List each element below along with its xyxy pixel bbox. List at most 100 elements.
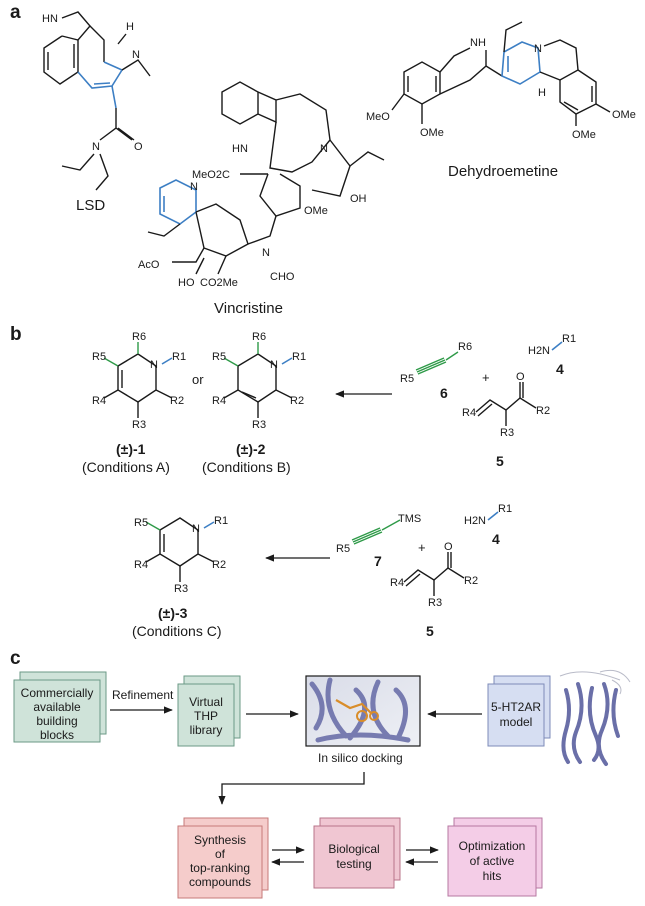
vl-line-1: Virtual xyxy=(189,695,223,709)
dhe-atom-nh: NH xyxy=(470,37,486,49)
enone5a-r4: R4 xyxy=(462,407,476,419)
bb-line-3: building xyxy=(36,714,77,728)
vinc-atom-n2: N xyxy=(190,181,198,193)
enone5b-o: O xyxy=(444,541,453,553)
amine-4b: H2N R1 4 xyxy=(464,503,512,547)
syn-line-4: compounds xyxy=(189,875,251,889)
thp3-r2: R2 xyxy=(212,559,226,571)
receptor-illustration xyxy=(559,669,631,766)
bb-line-1: Commercially xyxy=(21,686,94,700)
syn-line-1: Synthesis xyxy=(194,833,246,847)
thp1-r1: R1 xyxy=(172,351,186,363)
compound-2: (±)-2 xyxy=(236,441,266,457)
syn-line-3: top-ranking xyxy=(190,861,250,875)
thp1-r3: R3 xyxy=(132,419,146,431)
num-6: 6 xyxy=(440,385,448,401)
vinc-atom-aco: AcO xyxy=(138,259,160,271)
thp3-r4: R4 xyxy=(134,559,148,571)
lsd-atom-hn: HN xyxy=(42,13,58,25)
virtual-library-box: Virtual THP library xyxy=(177,675,241,747)
lsd-atom-n2: N xyxy=(92,141,100,153)
amine4a-r1: R1 xyxy=(562,333,576,345)
receptor-model-box: 5-HT2AR model xyxy=(487,675,551,747)
amine4b-h2n: H2N xyxy=(464,515,486,527)
docking-label: In silico docking xyxy=(318,751,403,765)
panel-label-b: b xyxy=(10,324,22,345)
label-dehydroemetine: Dehydroemetine xyxy=(448,163,558,180)
thp3-r5: R5 xyxy=(134,517,148,529)
dehydroemetine-structure: NH MeO OMe N H OMe OMe Dehydroemetine xyxy=(366,21,636,180)
vl-line-3: library xyxy=(190,723,223,737)
vinc-atom-ome: OMe xyxy=(304,205,328,217)
thp2-r4: R4 xyxy=(212,395,226,407)
thp3-r1: R1 xyxy=(214,515,228,527)
receptor-line-2: model xyxy=(500,715,533,729)
thp2-r6: R6 xyxy=(252,331,266,343)
vinc-atom-n: N xyxy=(320,143,328,155)
enone-5b: O R4 R2 R3 5 xyxy=(390,541,478,639)
thp1-r6: R6 xyxy=(132,331,146,343)
num-4b: 4 xyxy=(492,531,500,547)
lsd-structure: HN N H O N LSD xyxy=(42,11,151,214)
thp2-r5: R5 xyxy=(212,351,226,363)
bio-line-1: Biological xyxy=(328,842,379,856)
enone5b-r3: R3 xyxy=(428,597,442,609)
synthesis-box: Synthesis of top-ranking compounds xyxy=(177,817,269,899)
label-lsd: LSD xyxy=(76,197,105,214)
alkyne6-r5: R5 xyxy=(400,373,414,385)
refinement-label: Refinement xyxy=(112,688,174,702)
lsd-atom-o: O xyxy=(134,141,143,153)
opt-line-1: Optimization xyxy=(459,839,526,853)
optimization-box: Optimization of active hits xyxy=(447,817,543,897)
num-7: 7 xyxy=(374,553,382,569)
amine4a-h2n: H2N xyxy=(528,345,550,357)
plus-1: + xyxy=(482,370,490,385)
amine4b-r1: R1 xyxy=(498,503,512,515)
dhe-atom-ome-3: OMe xyxy=(572,129,596,141)
thp2-r2: R2 xyxy=(290,395,304,407)
compound-3: (±)-3 xyxy=(158,605,188,621)
bb-line-4: blocks xyxy=(40,728,74,742)
opt-line-3: hits xyxy=(483,869,502,883)
num-5b: 5 xyxy=(426,623,434,639)
lsd-atom-n: N xyxy=(132,49,140,61)
enone5a-o: O xyxy=(516,371,525,383)
alkyne7-tms: TMS xyxy=(398,513,421,525)
enone-5a: O R4 R2 R3 5 xyxy=(462,371,550,469)
vl-line-2: THP xyxy=(194,709,218,723)
alkyne6-r6: R6 xyxy=(458,341,472,353)
thp1-r4: R4 xyxy=(92,395,106,407)
enone5a-r2: R2 xyxy=(536,405,550,417)
dhe-atom-ome-1: OMe xyxy=(420,127,444,139)
thp3-n: N xyxy=(192,523,200,535)
opt-line-2: of active xyxy=(470,854,515,868)
plus-2: + xyxy=(418,540,426,555)
or-text: or xyxy=(192,372,204,387)
vinc-atom-ho: HO xyxy=(178,277,195,289)
thp2-r1: R1 xyxy=(292,351,306,363)
vinc-atom-cho: CHO xyxy=(270,271,295,283)
alkyne7-r5: R5 xyxy=(336,543,350,555)
docking-image xyxy=(305,675,421,747)
syn-line-2: of xyxy=(215,847,226,861)
arrow-docking-to-synthesis xyxy=(218,772,365,805)
vinc-atom-hn: HN xyxy=(232,143,248,155)
panel-label-a: a xyxy=(10,2,21,23)
alkyne-6: R5 R6 6 xyxy=(400,341,472,401)
compound-1: (±)-1 xyxy=(116,441,146,457)
dhe-atom-h: H xyxy=(538,87,546,99)
panel-label-c: c xyxy=(10,648,21,669)
thp2-r3: R3 xyxy=(252,419,266,431)
enone5b-r2: R2 xyxy=(464,575,478,587)
vincristine-structure: HN N OH MeO2C OMe N N CHO AcO HO CO2Me V… xyxy=(138,81,385,317)
thp3-r3: R3 xyxy=(174,583,188,595)
conditions-a: (Conditions A) xyxy=(82,459,170,475)
enone5b-r4: R4 xyxy=(390,577,404,589)
vinc-atom-meo2c: MeO2C xyxy=(192,169,230,181)
thp1-r5: R5 xyxy=(92,351,106,363)
thp-1-structure: R5 R6 N R1 R2 R4 R3 (±)-1 (Conditions A) xyxy=(82,331,186,475)
num-4a: 4 xyxy=(556,361,564,377)
alkyne-7: R5 TMS 7 xyxy=(336,513,421,569)
enone5a-r3: R3 xyxy=(500,427,514,439)
receptor-line-1: 5-HT2AR xyxy=(491,700,541,714)
